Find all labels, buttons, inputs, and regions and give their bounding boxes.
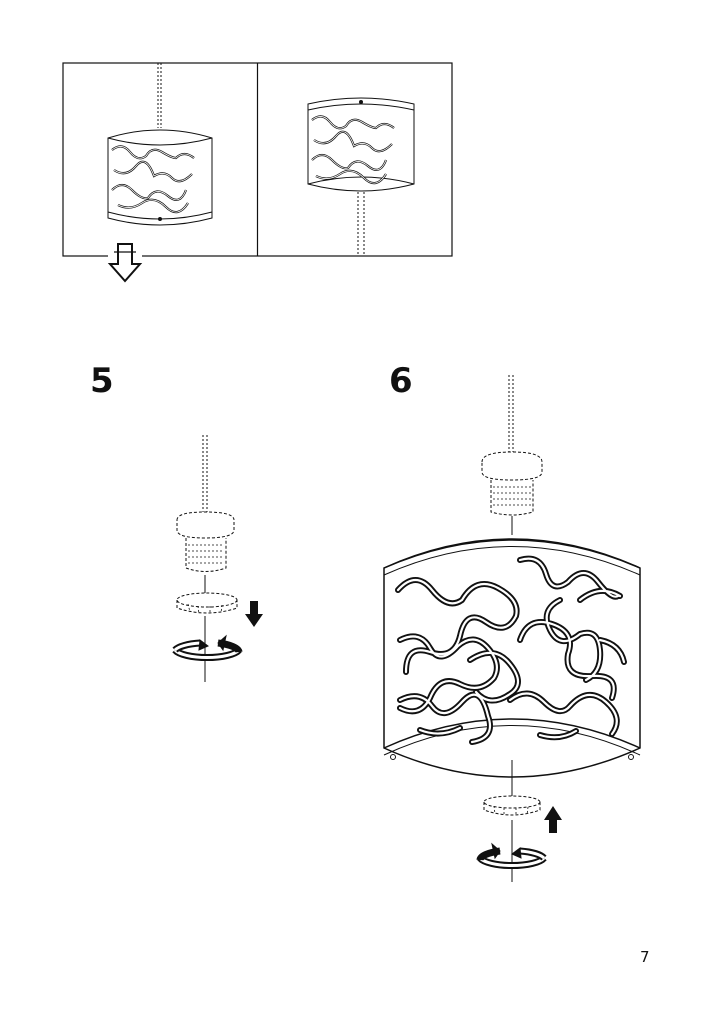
page-number: 7 — [640, 948, 650, 966]
solid-up-arrow-icon — [544, 806, 562, 833]
step6-illustration — [481, 375, 543, 535]
small-lamp-left — [107, 63, 213, 226]
small-lamp-right — [307, 97, 415, 256]
rotate-ring-icon — [476, 842, 547, 870]
step6-ring — [483, 760, 541, 882]
large-lampshade — [383, 538, 641, 778]
solid-down-arrow-icon — [245, 601, 263, 627]
step-number-5: 5 — [90, 361, 114, 401]
step5-illustration — [176, 435, 238, 682]
overview-panel — [62, 62, 453, 257]
step-number-6: 6 — [389, 361, 413, 401]
outline-down-arrow-icon — [107, 243, 143, 283]
rotate-ring-icon — [172, 634, 243, 662]
